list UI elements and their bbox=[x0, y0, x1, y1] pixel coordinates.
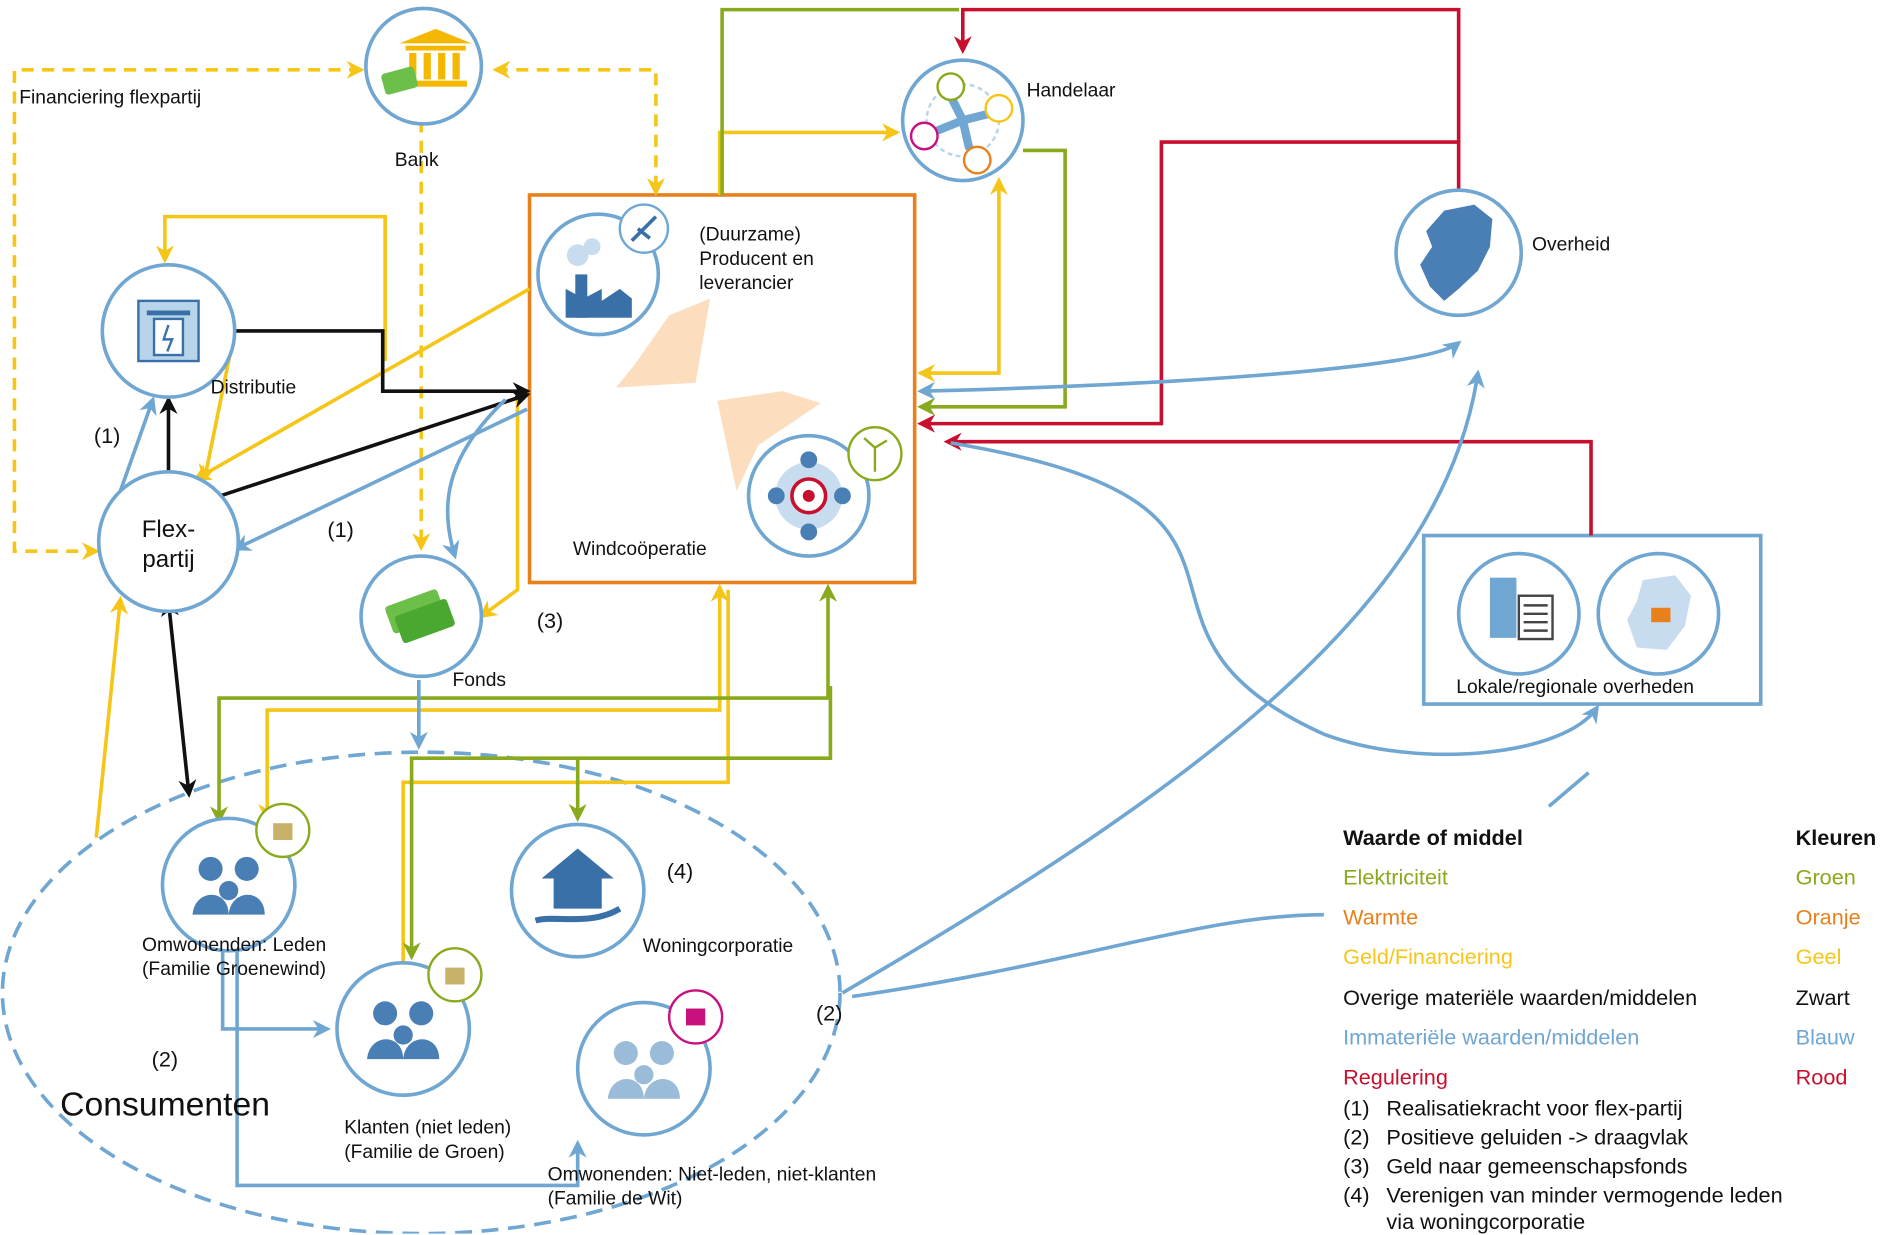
team-target-icon bbox=[767, 451, 851, 541]
windcooperatie-label: Windcoöperatie bbox=[572, 539, 707, 560]
producent-to-flex bbox=[193, 287, 531, 481]
consumenten-label: Consumenten bbox=[60, 1085, 270, 1123]
material-flows bbox=[159, 329, 531, 798]
legend-to-lokale-blue bbox=[1547, 771, 1590, 808]
legend-note-text: Geld naar gemeenschapsfonds bbox=[1386, 1154, 1688, 1179]
legend-note-text: Realisatiekracht voor flex-partij bbox=[1386, 1096, 1683, 1121]
flex-to-consumenten-black bbox=[161, 598, 197, 798]
legend-row-right: Rood bbox=[1795, 1065, 1848, 1090]
handelaar-to-box-green bbox=[917, 148, 1067, 416]
note-2a: (2) bbox=[815, 1001, 843, 1026]
cooperation-arrow-b bbox=[717, 391, 821, 492]
note-2b: (2) bbox=[151, 1047, 179, 1072]
legend-row-right: Geel bbox=[1795, 944, 1842, 969]
producent-to-handelaar-green bbox=[720, 7, 960, 195]
box-to-flex-blue bbox=[232, 407, 528, 551]
family-icon bbox=[192, 856, 265, 915]
immaterial-flows bbox=[118, 340, 1600, 1188]
producent-label: (Duurzame) Producent en leverancier bbox=[699, 225, 814, 294]
consumenten-to-lokale-blue bbox=[851, 912, 1324, 999]
substation-icon bbox=[137, 299, 200, 363]
bank-label: Bank bbox=[394, 150, 439, 171]
legend-note-num: (3) bbox=[1343, 1154, 1370, 1179]
woningcorporatie-label: Woningcorporatie bbox=[642, 936, 794, 957]
wind-turbine-icon bbox=[863, 437, 888, 472]
legend-row-left: Warmte bbox=[1343, 905, 1419, 930]
distributie-to-flex bbox=[198, 348, 233, 483]
note-3: (3) bbox=[536, 608, 564, 634]
house-hand-icon bbox=[534, 848, 622, 924]
cooperation-arrow-a bbox=[616, 298, 711, 388]
note-1a: (1) bbox=[93, 423, 121, 448]
electricity-flows bbox=[210, 7, 1067, 961]
box-to-fonds-blue bbox=[442, 398, 507, 560]
note-4: (4) bbox=[666, 859, 694, 884]
family-icon-klanten bbox=[367, 1001, 440, 1060]
legend-header-left: Waarde of middel bbox=[1343, 825, 1523, 850]
coop-to-klanten-green bbox=[402, 685, 833, 961]
legend-note-num: (4) bbox=[1343, 1183, 1370, 1208]
building-document-icon bbox=[1489, 577, 1554, 641]
overheid-to-box-red bbox=[917, 140, 1459, 433]
legend-note-text: Positieve geluiden -> draagvlak bbox=[1386, 1125, 1689, 1150]
klanten-label: Klanten (niet leden) (Familie de Groen) bbox=[344, 1118, 512, 1163]
legend-row-left: Regulering bbox=[1343, 1065, 1448, 1090]
leden-to-klanten-blue bbox=[220, 950, 331, 1039]
note-1b: (1) bbox=[327, 517, 354, 542]
factory-icon bbox=[565, 238, 632, 318]
flexpartij-node bbox=[96, 469, 241, 614]
legend-row-left: Overige materiële waarden/middelen bbox=[1343, 985, 1698, 1010]
box-to-lokale-blue bbox=[950, 441, 1600, 757]
money-icon bbox=[385, 589, 455, 644]
elderly-family-icon bbox=[607, 1041, 680, 1099]
financiering-label: Financiering flexpartij bbox=[19, 87, 202, 109]
handelaar-label: Handelaar bbox=[1026, 80, 1116, 102]
lokale-to-box-red bbox=[943, 432, 1593, 536]
flex-to-distributie-blue bbox=[118, 396, 157, 492]
legend-note-num: (2) bbox=[1343, 1125, 1370, 1150]
legend-row-left: Elektriciteit bbox=[1343, 865, 1448, 890]
consumenten-to-overheid-blue bbox=[841, 369, 1485, 995]
box-to-handelaar bbox=[917, 176, 1008, 383]
regulation-flows bbox=[917, 7, 1593, 536]
legend-row-left: Immateriële waarden/middelen bbox=[1343, 1025, 1640, 1050]
bank-to-flex-dashed bbox=[12, 60, 365, 561]
legend-note-num: (1) bbox=[1343, 1096, 1370, 1121]
producent-to-distributie bbox=[155, 214, 387, 362]
netherlands-map-icon bbox=[1420, 204, 1493, 301]
plug-icon bbox=[630, 215, 658, 242]
lokale-label: Lokale/regionale overheden bbox=[1456, 677, 1694, 699]
legend-row-right: Groen bbox=[1795, 865, 1856, 890]
house-badge-icons bbox=[273, 823, 706, 1026]
trader-wheel-icon bbox=[909, 72, 1014, 175]
province-highlight bbox=[1651, 607, 1671, 623]
box-to-overheid-blue bbox=[917, 340, 1462, 400]
legend-row-right: Oranje bbox=[1795, 905, 1861, 930]
leden-to-nietleden-blue bbox=[235, 950, 587, 1188]
flex-to-box-black bbox=[216, 390, 531, 499]
legend-note-text: Verenigen van minder vermogende leden vi… bbox=[1386, 1183, 1783, 1234]
bank-to-producent-dashed bbox=[492, 60, 665, 197]
flexpartij-label: Flex- partij bbox=[141, 516, 196, 573]
legend-row-right: Zwart bbox=[1795, 985, 1850, 1010]
fonds-label: Fonds bbox=[452, 670, 507, 691]
handelaar-to-producent bbox=[717, 123, 901, 195]
consumenten-group bbox=[0, 750, 842, 1234]
legend-header-right: Kleuren bbox=[1795, 825, 1877, 850]
legend-row-left: Geld/Financiering bbox=[1343, 944, 1513, 969]
legend-row-right: Blauw bbox=[1795, 1025, 1855, 1050]
overheid-label: Overheid bbox=[1532, 234, 1611, 256]
distributie-to-box-black bbox=[234, 329, 531, 401]
overheid-to-handelaar-red bbox=[953, 7, 1461, 195]
consumenten-to-flex bbox=[94, 595, 128, 838]
leden-label: Omwonenden: Leden (Familie Groenewind) bbox=[142, 935, 327, 980]
bank-icon bbox=[381, 28, 472, 95]
nietleden-label: Omwonenden: Niet-leden, niet-klanten (Fa… bbox=[547, 1164, 877, 1210]
coop-to-leden-green bbox=[210, 583, 838, 825]
distributie-label: Distributie bbox=[210, 377, 297, 399]
